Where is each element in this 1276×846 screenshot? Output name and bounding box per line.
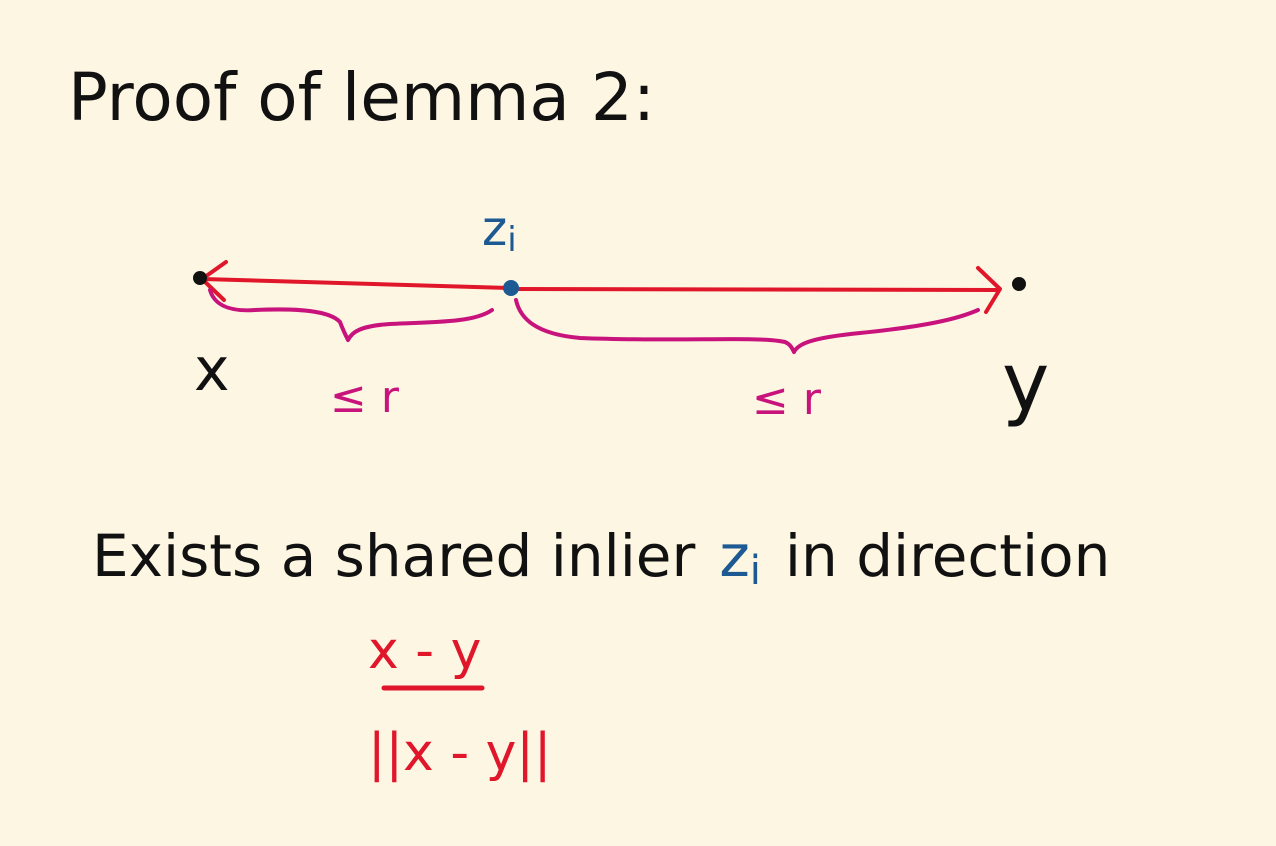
statement-var-subscript: i bbox=[750, 548, 761, 594]
point-x bbox=[193, 271, 207, 285]
left-brace bbox=[208, 288, 494, 342]
point-zi bbox=[503, 280, 519, 296]
midpoint-label: zi bbox=[482, 201, 517, 260]
arrowhead-right-icon bbox=[976, 266, 1002, 314]
point-y-label: y bbox=[1002, 336, 1049, 429]
statement-var: z bbox=[719, 522, 749, 590]
arrow-line-to-y bbox=[510, 287, 1000, 292]
fraction-numerator: x - y bbox=[368, 621, 481, 681]
right-brace bbox=[514, 298, 980, 354]
point-x-label: x bbox=[194, 335, 230, 405]
left-brace-label: ≤ r bbox=[330, 372, 400, 423]
right-brace-label: ≤ r bbox=[752, 374, 822, 425]
point-y bbox=[1012, 277, 1026, 291]
statement-line: Exists a shared inlier zi in direction bbox=[92, 522, 1110, 594]
page-title: Proof of lemma 2: bbox=[68, 59, 655, 136]
fraction-denominator: ||x - y|| bbox=[368, 723, 551, 783]
arrow-line-to-x bbox=[201, 277, 512, 290]
statement-text-before: Exists a shared inlier bbox=[92, 522, 695, 590]
direction-fraction: x - y ||x - y|| bbox=[368, 621, 551, 783]
proof-diagram: zi x y ≤ r ≤ r bbox=[193, 201, 1049, 429]
statement-text-after: in direction bbox=[785, 522, 1111, 590]
